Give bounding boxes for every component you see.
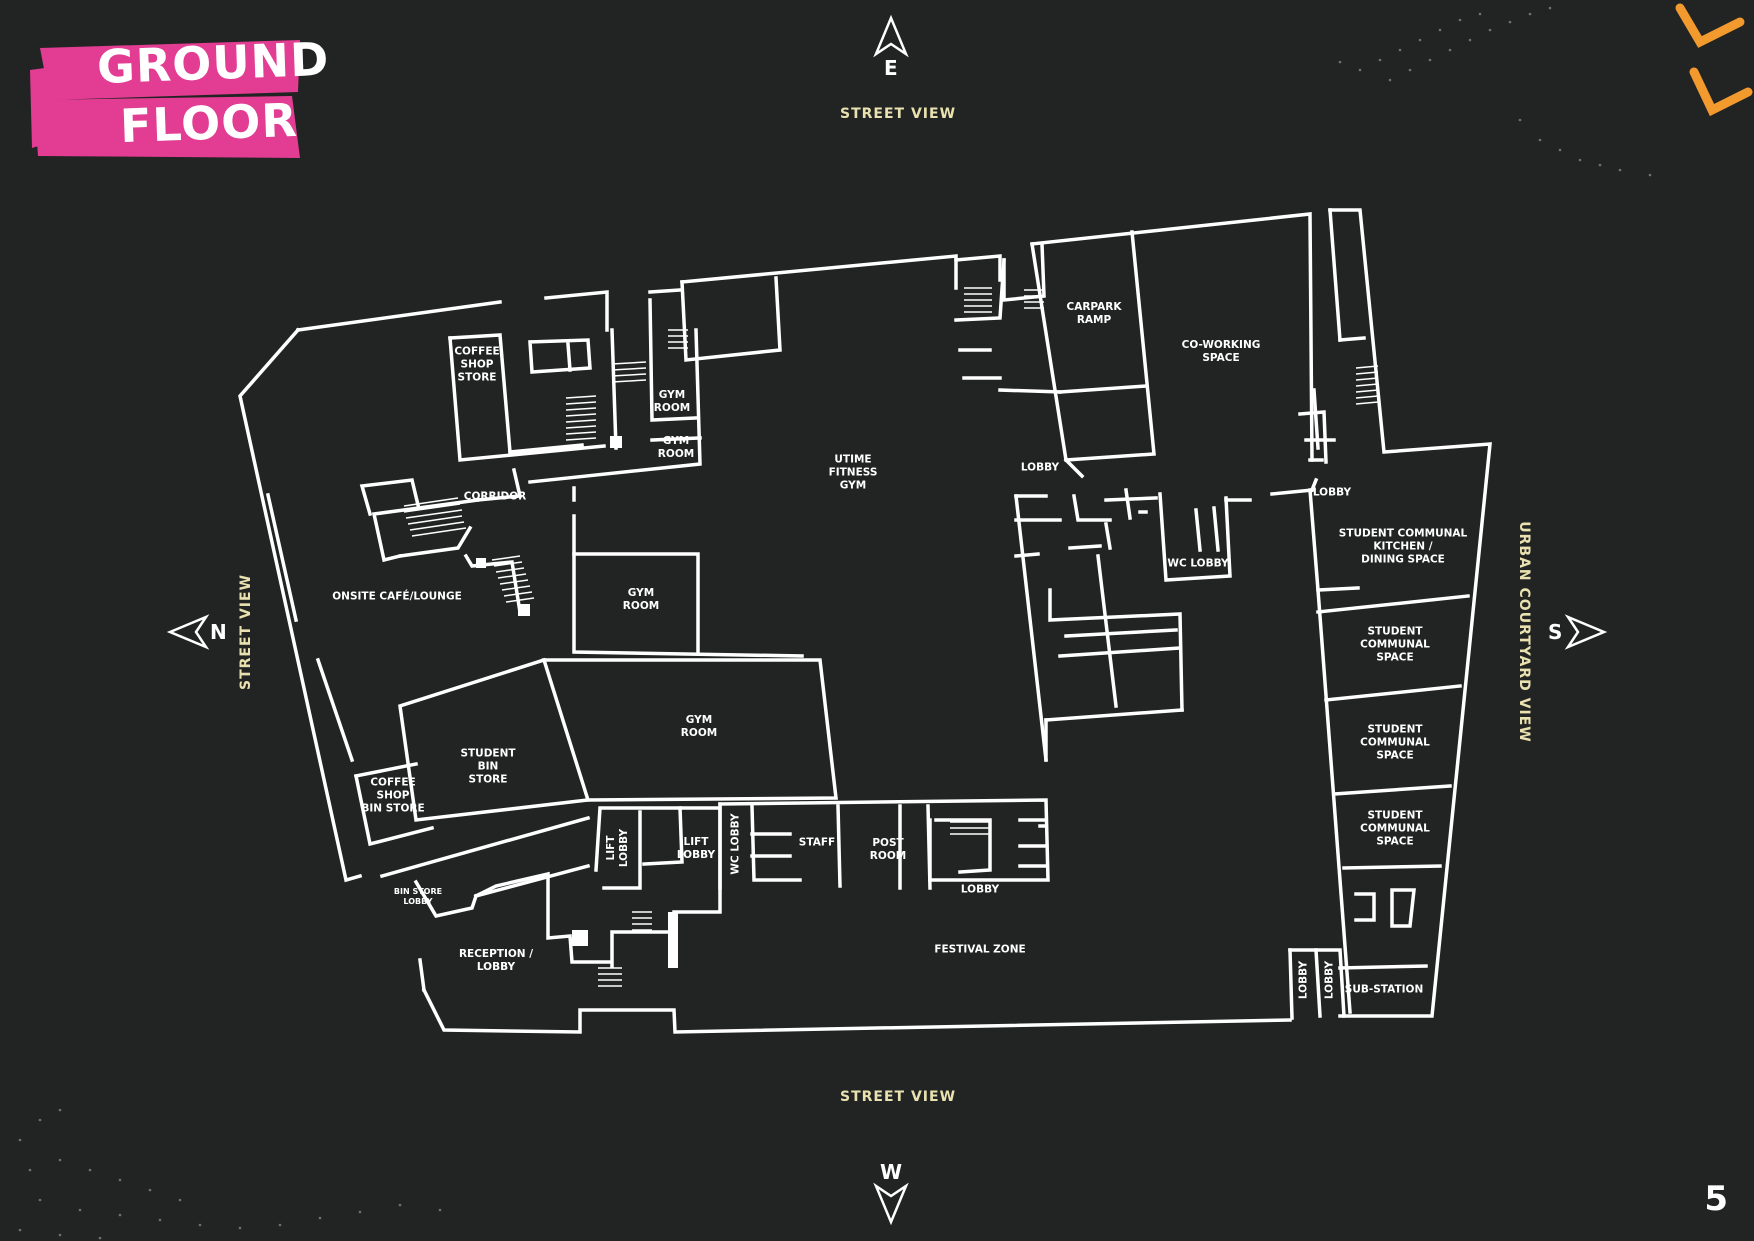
pink-brush-stroke (30, 40, 300, 158)
compass-letter-right: S (1548, 620, 1563, 644)
compass-letter-top: E (884, 56, 898, 80)
view-label-bottom: STREET VIEW (840, 1089, 957, 1105)
arrow-right-icon (1564, 614, 1608, 650)
room-carpark-ramp: CARPARK RAMP (1066, 301, 1122, 326)
column-block (610, 436, 622, 448)
room-wc-lobby-a: WC LOBBY (1167, 557, 1229, 570)
room-lift-lobby-a: LIFT LOBBY (605, 828, 630, 868)
room-lobby-b: LOBBY (1312, 486, 1352, 499)
arrow-bottom-icon (873, 1182, 909, 1226)
room-substation: SUB-STATION (1344, 983, 1424, 996)
north-arrow-top-icon (873, 14, 909, 58)
stair-east (1355, 365, 1379, 405)
view-label-top: STREET VIEW (840, 106, 957, 122)
room-bin-store: STUDENT BIN STORE (460, 747, 516, 786)
room-utime-gym: UTIME FITNESS GYM (828, 453, 878, 492)
room-coffee-bin-store: COFFEE SHOP BIN STORE (361, 776, 425, 815)
column-block-3 (518, 604, 530, 616)
room-communal-1: STUDENT COMMUNAL SPACE (1360, 625, 1430, 664)
room-coworking: CO-WORKING SPACE (1181, 339, 1261, 364)
room-onsite-cafe: ONSITE CAFÉ/LOUNGE (332, 590, 462, 603)
room-wc-lobby-b: WC LOBBY (729, 813, 742, 875)
room-gym-a: GYM ROOM (653, 389, 691, 414)
column-block-2 (476, 558, 486, 568)
page-number: 5 (1704, 1179, 1728, 1219)
room-lift-lobby-b: LIFT LOBBY (676, 836, 716, 861)
stair-lobby-c (950, 821, 990, 835)
room-reception: RECEPTION / LOBBY (458, 948, 534, 973)
room-post-room: POST ROOM (869, 837, 907, 862)
room-lobby-a: LOBBY (1020, 461, 1060, 474)
stair-cafe (491, 555, 535, 603)
room-gym-b: GYM ROOM (657, 435, 695, 460)
room-bin-store-lobby: BIN STORE LOBBY (393, 887, 443, 906)
room-festival-zone: FESTIVAL ZONE (934, 943, 1026, 956)
stair-gymroom (611, 361, 647, 383)
compass-letter-left: N (210, 620, 227, 644)
room-lobby-d: LOBBY (1297, 960, 1310, 1000)
wall-block-5 (668, 912, 678, 968)
compass-letter-bottom: W (880, 1160, 903, 1184)
dot-pattern-bottom-left (18, 1108, 442, 1240)
stair-north (565, 395, 597, 441)
arrow-left-icon (166, 614, 210, 650)
interior-walls (353, 208, 1470, 1020)
column-block-4 (572, 930, 588, 946)
room-communal-3: STUDENT COMMUNAL SPACE (1360, 809, 1430, 848)
room-corridor: CORRIDOR (463, 490, 527, 503)
stair-corridor (403, 497, 467, 537)
floor-title: GROUND FLOOR (30, 30, 330, 170)
room-lobby-e: LOBBY (1323, 960, 1336, 1000)
stair-carpark-left (964, 287, 992, 313)
room-communal-2: STUDENT COMMUNAL SPACE (1360, 723, 1430, 762)
room-lobby-c: LOBBY (960, 883, 1000, 896)
orange-chevrons-decor (1675, 3, 1753, 117)
stair-reception (598, 911, 652, 987)
room-gym-c: GYM ROOM (622, 587, 660, 612)
stair-gym-top (668, 329, 688, 349)
stair-carpark-right (1024, 289, 1044, 309)
stairs (403, 287, 1379, 987)
room-staff: STAFF (798, 836, 836, 849)
room-coffee-shop-store: COFFEE SHOP STORE (454, 345, 500, 384)
dot-pattern-top-right (1338, 6, 1652, 177)
room-kitchen: STUDENT COMMUNAL KITCHEN / DINING SPACE (1338, 527, 1468, 566)
room-gym-d: GYM ROOM (680, 714, 718, 739)
outer-walls (238, 208, 1492, 1034)
